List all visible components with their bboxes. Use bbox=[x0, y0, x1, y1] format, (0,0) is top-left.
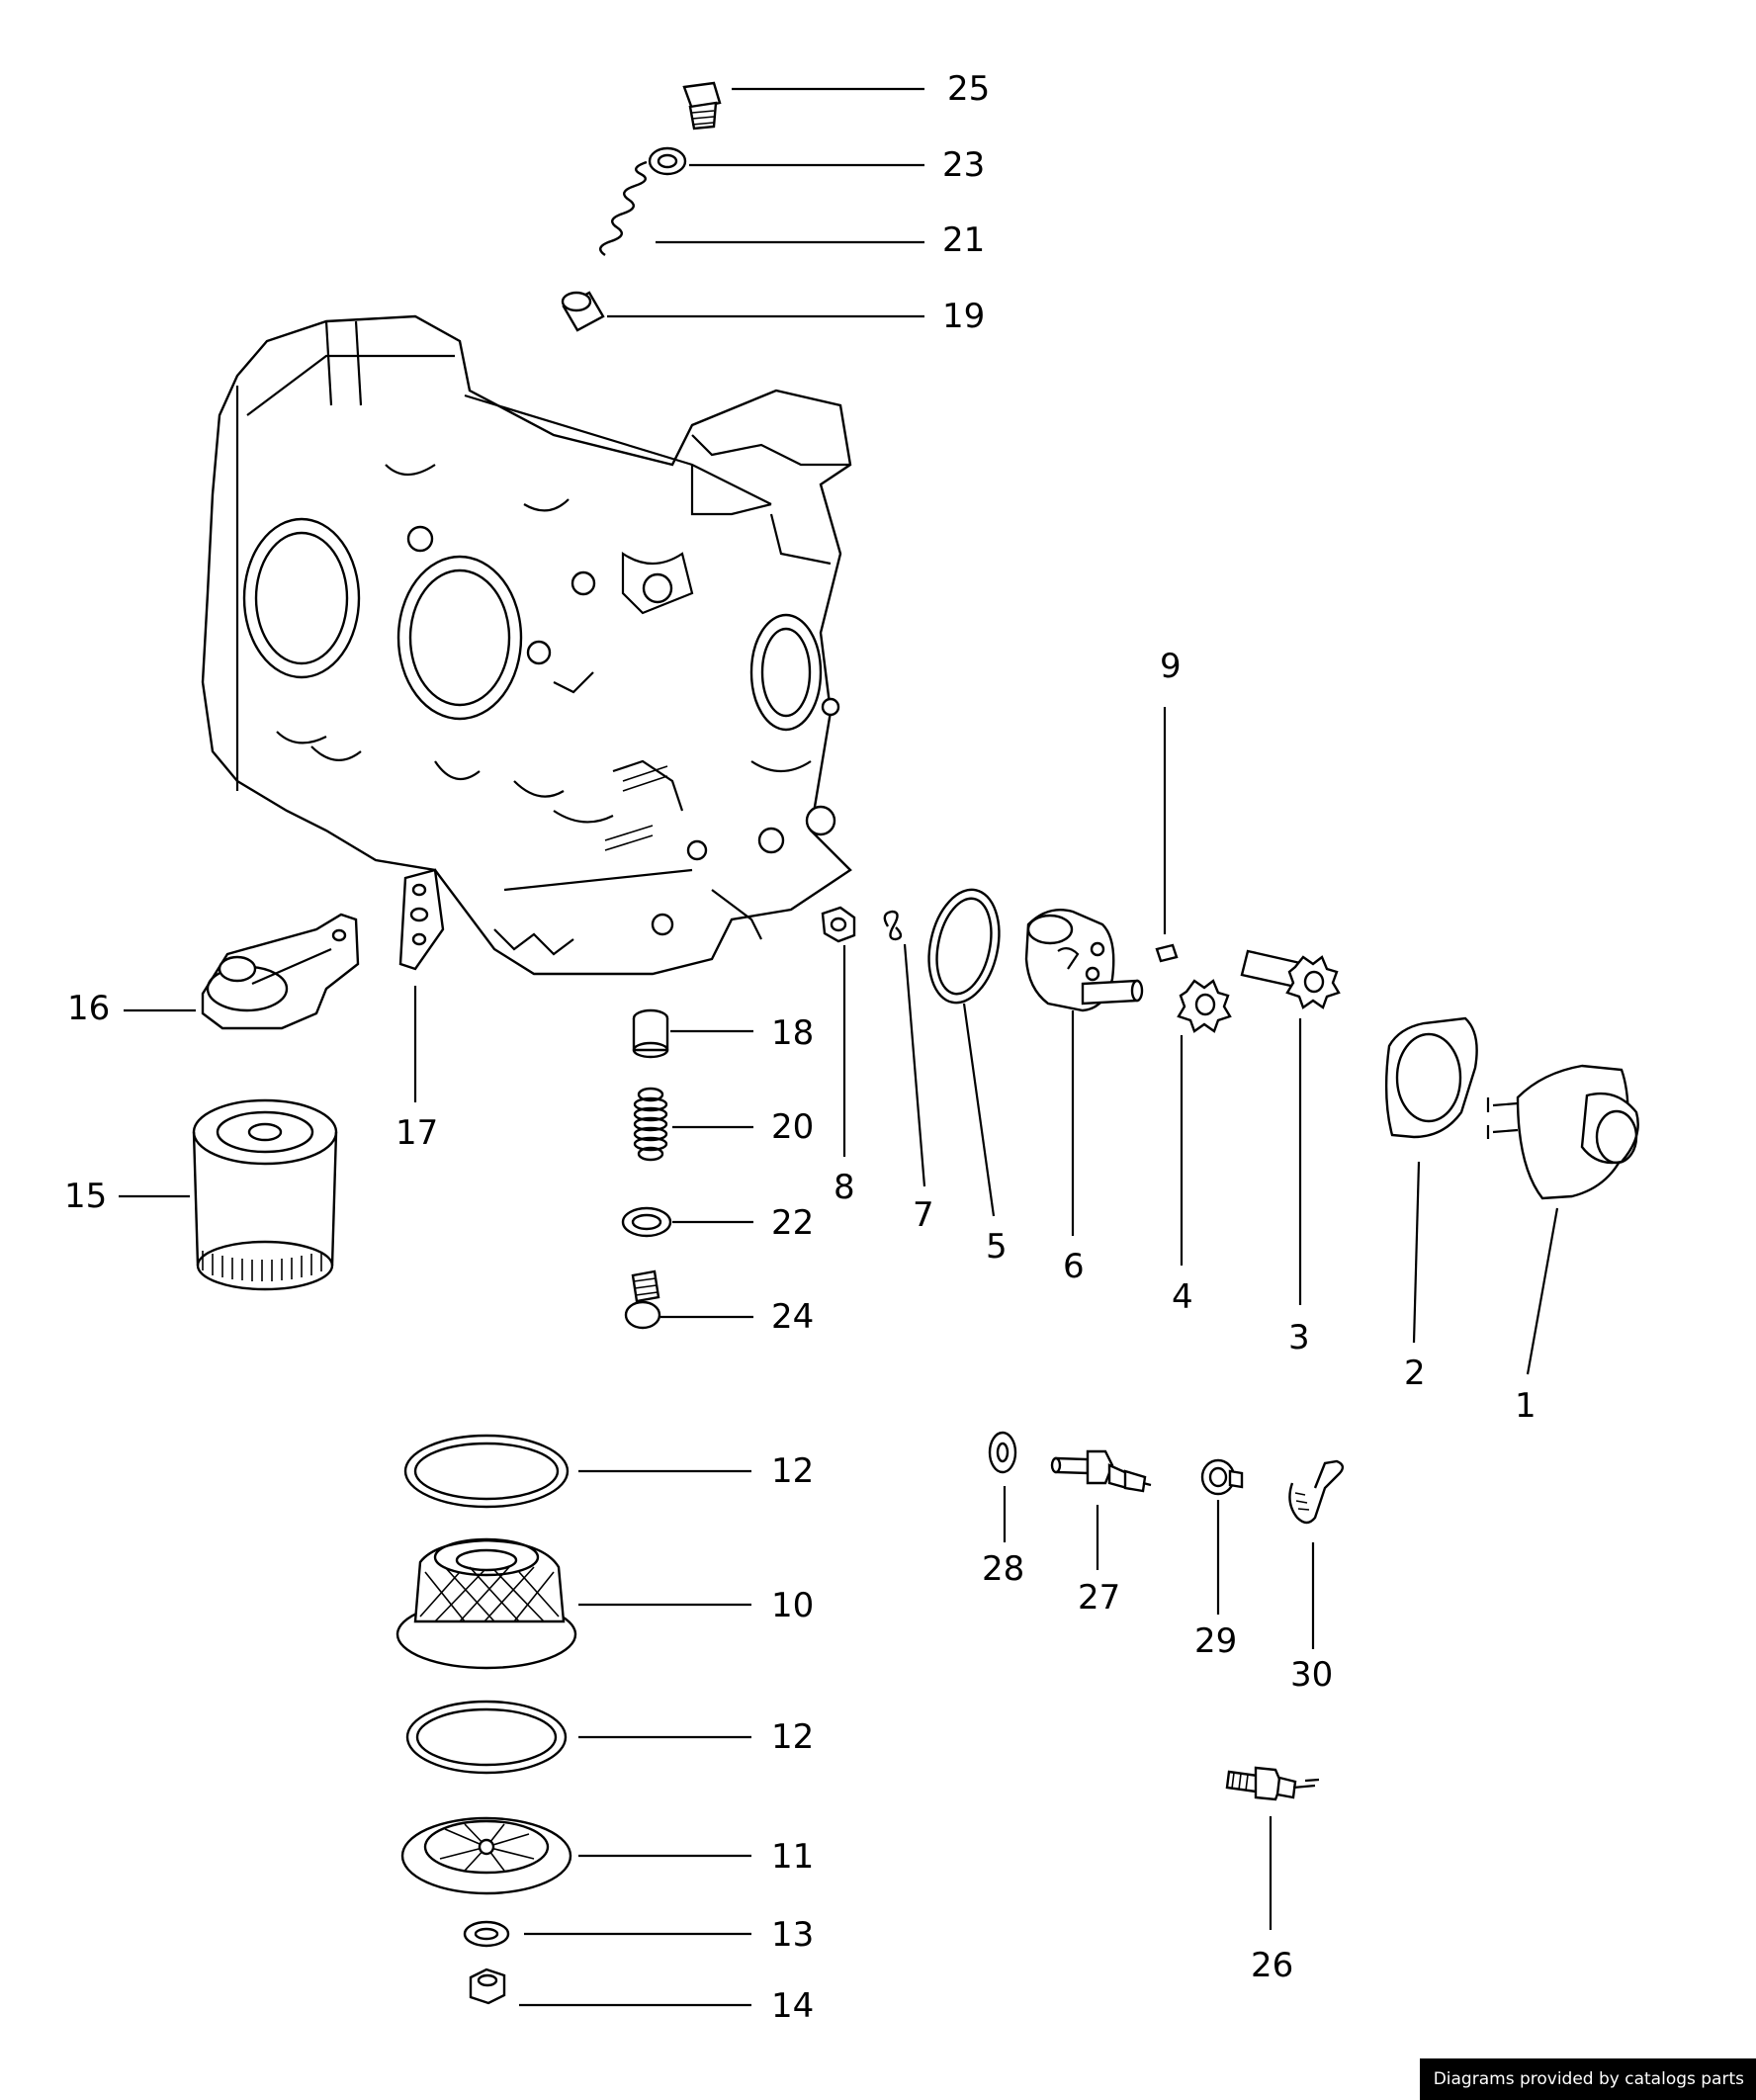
callout-18: 18 bbox=[771, 1013, 814, 1053]
callout-30: 30 bbox=[1290, 1655, 1333, 1695]
gasket-ring-5 bbox=[927, 888, 1001, 1005]
piston-19 bbox=[561, 291, 605, 332]
callout-labels: 25 23 21 19 9 16 18 17 20 15 8 7 22 5 6 … bbox=[64, 69, 1536, 2026]
plug-25 bbox=[682, 81, 722, 131]
gasket-12-lower bbox=[405, 1700, 568, 1775]
pin-9 bbox=[1155, 943, 1179, 963]
callout-10: 10 bbox=[771, 1586, 814, 1625]
callout-13: 13 bbox=[771, 1915, 814, 1955]
callout-29: 29 bbox=[1194, 1621, 1237, 1661]
callout-21: 21 bbox=[942, 220, 985, 260]
gear-4 bbox=[1177, 979, 1232, 1033]
callout-19: 19 bbox=[942, 297, 985, 336]
oil-strainer-10 bbox=[395, 1537, 577, 1670]
callout-2: 2 bbox=[1404, 1354, 1426, 1393]
callout-8: 8 bbox=[834, 1168, 855, 1207]
callout-25: 25 bbox=[947, 69, 990, 109]
temperature-sender-27 bbox=[1050, 1449, 1152, 1493]
washer-28 bbox=[988, 1431, 1017, 1474]
nut-8 bbox=[821, 906, 856, 943]
spring-20 bbox=[633, 1087, 668, 1162]
pump-cover-1 bbox=[1486, 1064, 1639, 1200]
callout-23: 23 bbox=[942, 145, 985, 185]
drive-gear-shaft-3 bbox=[1240, 949, 1341, 1009]
callout-24: 24 bbox=[771, 1297, 814, 1337]
callout-3: 3 bbox=[1288, 1318, 1310, 1357]
callout-22: 22 bbox=[771, 1203, 814, 1243]
callout-26: 26 bbox=[1251, 1946, 1293, 1985]
callout-5: 5 bbox=[986, 1227, 1008, 1267]
leader-lines bbox=[119, 87, 1559, 2007]
lock-washer-7 bbox=[883, 910, 903, 941]
callout-27: 27 bbox=[1078, 1578, 1120, 1618]
oil-filter-15 bbox=[192, 1098, 338, 1291]
cap-29 bbox=[1200, 1458, 1244, 1496]
oil-pump-housing-6 bbox=[1024, 908, 1144, 1012]
callout-12-lower: 12 bbox=[771, 1717, 814, 1757]
plunger-18 bbox=[632, 1008, 669, 1059]
cover-gasket-2 bbox=[1384, 1016, 1478, 1139]
callout-9: 9 bbox=[1160, 647, 1182, 686]
callout-11: 11 bbox=[771, 1837, 814, 1877]
callout-16: 16 bbox=[67, 989, 110, 1028]
callout-17: 17 bbox=[395, 1113, 438, 1153]
callout-20: 20 bbox=[771, 1107, 814, 1147]
seal-ring-22 bbox=[621, 1206, 672, 1238]
credit-footer: Diagrams provided by catalogs parts bbox=[1419, 2058, 1756, 2100]
spring-21 bbox=[599, 160, 648, 256]
callout-12-upper: 12 bbox=[771, 1451, 814, 1491]
callout-14: 14 bbox=[771, 1986, 814, 2026]
cover-plate-11 bbox=[400, 1816, 572, 1895]
seal-ring-23 bbox=[648, 146, 687, 176]
gasket-17 bbox=[398, 868, 445, 971]
callout-4: 4 bbox=[1172, 1277, 1193, 1317]
callout-7: 7 bbox=[913, 1195, 934, 1235]
callout-1: 1 bbox=[1515, 1386, 1536, 1426]
gasket-12-upper bbox=[403, 1434, 570, 1509]
oil-pressure-switch-26 bbox=[1225, 1766, 1320, 1801]
washer-13 bbox=[463, 1920, 510, 1948]
callout-6: 6 bbox=[1063, 1247, 1085, 1286]
callout-15: 15 bbox=[64, 1177, 107, 1216]
callout-28: 28 bbox=[982, 1549, 1024, 1589]
plug-24 bbox=[624, 1269, 661, 1330]
nut-14 bbox=[469, 1968, 506, 2005]
oil-filter-flange-16 bbox=[201, 913, 360, 1030]
engine-block bbox=[201, 314, 852, 976]
clip-30 bbox=[1288, 1459, 1345, 1525]
